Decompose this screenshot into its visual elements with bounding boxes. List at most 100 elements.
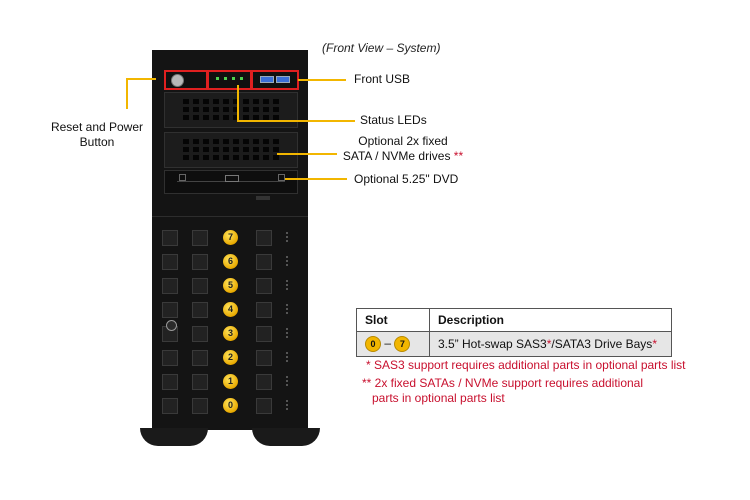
table-cell-description: 3.5” Hot-swap SAS3*/SATA3 Drive Bays* xyxy=(429,331,672,357)
drive-bay-row: 2 xyxy=(152,346,308,370)
chassis-indicator xyxy=(256,196,270,200)
vent-grille-icon xyxy=(183,99,279,120)
drive-tray-latch[interactable] xyxy=(256,326,272,342)
fixed-drive-bay-1 xyxy=(164,92,298,128)
drive-bay-row: 6 xyxy=(152,250,308,274)
front-usb-highlight xyxy=(251,70,299,90)
note-fixed-drives-line1: ** 2x fixed SATAs / NVMe support require… xyxy=(362,376,644,390)
leader-line-leds xyxy=(237,120,355,122)
led-icon xyxy=(232,77,235,80)
label-fixed-drives-line2: SATA / NVMe drives xyxy=(342,149,451,163)
table-cell-slot: 0 – 7 xyxy=(356,331,430,357)
note-fixed-drives-line2: parts in optional parts list xyxy=(372,391,505,405)
drive-led-icon xyxy=(286,400,294,410)
led-icon xyxy=(216,77,219,80)
drive-tray-latch[interactable] xyxy=(192,254,208,270)
status-led-strip xyxy=(214,75,244,83)
server-chassis: 7 6 5 4 3 xyxy=(152,50,308,430)
table-header-row: Slot Description xyxy=(356,308,672,332)
leader-line-usb xyxy=(298,79,346,81)
drive-led-icon xyxy=(286,352,294,362)
table-header-slot: Slot xyxy=(356,308,430,332)
drive-tray-latch[interactable] xyxy=(192,326,208,342)
power-button-icon[interactable] xyxy=(171,74,184,87)
leader-line-reset xyxy=(126,78,128,109)
drive-tray-latch[interactable] xyxy=(256,278,272,294)
lock-icon[interactable] xyxy=(166,320,177,331)
label-fixed-drives-mark: ** xyxy=(453,149,464,163)
drive-slot-number[interactable]: 1 xyxy=(223,374,238,389)
slot-table: Slot Description 0 – 7 3.5” Hot-swap SAS… xyxy=(356,308,672,357)
drive-tray-latch[interactable] xyxy=(192,350,208,366)
drive-tray-latch[interactable] xyxy=(162,302,178,318)
usb-port-icon[interactable] xyxy=(260,76,274,83)
note-sas3: * SAS3 support requires additional parts… xyxy=(366,358,686,372)
label-status-leds: Status LEDs xyxy=(360,113,427,127)
dvd-eject-icon[interactable] xyxy=(179,174,186,181)
drive-led-icon xyxy=(286,232,294,242)
figure-caption: (Front View – System) xyxy=(322,41,441,55)
label-reset-power-line1: Reset and Power xyxy=(50,120,144,134)
drive-tray-latch[interactable] xyxy=(256,230,272,246)
label-reset-power: Reset and Power Button xyxy=(42,120,152,150)
drive-led-icon xyxy=(286,280,294,290)
slot-to-badge: 7 xyxy=(394,336,411,352)
label-front-usb: Front USB xyxy=(354,72,411,86)
drive-tray-latch[interactable] xyxy=(256,302,272,318)
led-icon xyxy=(224,77,227,80)
fixed-drive-bay-2 xyxy=(164,132,298,168)
drive-slot-number[interactable]: 6 xyxy=(223,254,238,269)
drive-tray-latch[interactable] xyxy=(162,350,178,366)
dvd-drive-bay xyxy=(164,170,298,194)
drive-tray-latch[interactable] xyxy=(192,398,208,414)
drive-tray-latch[interactable] xyxy=(256,350,272,366)
drive-tray-latch[interactable] xyxy=(256,398,272,414)
label-fixed-drives-line1: Optional 2x fixed xyxy=(358,134,448,148)
drive-led-icon xyxy=(286,328,294,338)
desc-mark-1: * xyxy=(546,337,552,351)
drive-bay-row: 4 xyxy=(152,298,308,322)
drive-slot-number[interactable]: 2 xyxy=(223,350,238,365)
drive-tray-latch[interactable] xyxy=(162,254,178,270)
drive-slot-number[interactable]: 4 xyxy=(223,302,238,317)
drive-slot-number[interactable]: 5 xyxy=(223,278,238,293)
drive-tray-latch[interactable] xyxy=(256,254,272,270)
drive-tray-latch[interactable] xyxy=(192,374,208,390)
drive-tray-latch[interactable] xyxy=(162,230,178,246)
drive-tray-latch[interactable] xyxy=(162,374,178,390)
vent-grille-icon xyxy=(183,139,279,160)
drive-tray-latch[interactable] xyxy=(162,398,178,414)
note-fixed-drives: ** 2x fixed SATAs / NVMe support require… xyxy=(362,376,643,406)
dvd-button-icon[interactable] xyxy=(278,174,285,181)
drive-bay-row: 5 xyxy=(152,274,308,298)
slot-from-badge: 0 xyxy=(365,336,381,352)
hot-swap-drive-bays: 7 6 5 4 3 xyxy=(152,226,308,426)
led-icon xyxy=(240,77,243,80)
label-fixed-drives: Optional 2x fixed SATA / NVMe drives ** xyxy=(338,134,468,164)
drive-tray-latch[interactable] xyxy=(162,278,178,294)
desc-text-mid: /SATA3 Drive Bays xyxy=(551,337,653,351)
label-reset-power-line2: Button xyxy=(79,135,115,149)
usb-port-icon[interactable] xyxy=(276,76,290,83)
desc-text-pre: 3.5” Hot-swap SAS3 xyxy=(438,337,547,351)
chassis-foot-left xyxy=(140,428,208,446)
drive-slot-number[interactable]: 3 xyxy=(223,326,238,341)
drive-tray-latch[interactable] xyxy=(192,230,208,246)
slot-range-dash: – xyxy=(384,336,392,351)
drive-tray-latch[interactable] xyxy=(192,302,208,318)
drive-bay-row: 7 xyxy=(152,226,308,250)
reset-power-highlight xyxy=(164,70,208,90)
label-dvd: Optional 5.25" DVD xyxy=(354,172,459,186)
drive-led-icon xyxy=(286,304,294,314)
table-header-description: Description xyxy=(429,308,672,332)
drive-bay-row: 1 xyxy=(152,370,308,394)
drive-slot-number[interactable]: 0 xyxy=(223,398,238,413)
drive-tray-latch[interactable] xyxy=(192,278,208,294)
leader-line-dvd xyxy=(285,178,347,180)
leader-line-reset xyxy=(128,78,156,80)
drive-slot-number[interactable]: 7 xyxy=(223,230,238,245)
status-leds-highlight xyxy=(207,70,252,90)
leader-line-fixed-drives xyxy=(277,153,337,155)
drive-tray-latch[interactable] xyxy=(256,374,272,390)
leader-line-leds xyxy=(237,85,239,120)
